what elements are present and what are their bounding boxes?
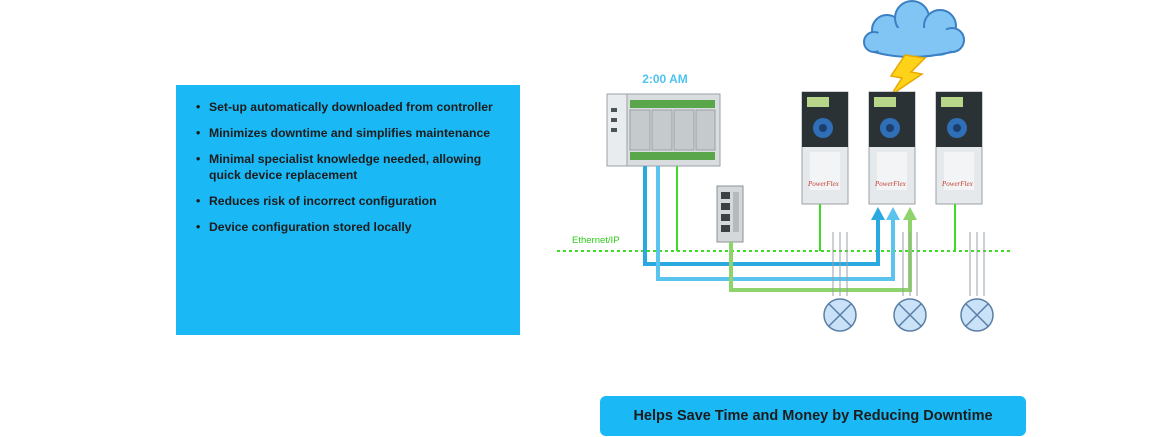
motor-icon	[893, 298, 927, 332]
drive-2	[868, 91, 916, 205]
benefit-item: Minimizes downtime and simplifies mainte…	[196, 125, 512, 141]
blue-cable	[643, 166, 880, 266]
drive-3	[935, 91, 983, 205]
drive-brand-label: PowerFlex	[874, 180, 907, 188]
summary-banner: Helps Save Time and Money by Reducing Do…	[600, 396, 1026, 436]
cloud-icon	[863, 0, 965, 58]
plc-controller	[606, 93, 721, 167]
benefit-item: Minimal specialist knowledge needed, all…	[196, 151, 512, 183]
benefit-item: Reduces risk of incorrect configuration	[196, 193, 512, 209]
benefit-item: Set-up automatically downloaded from con…	[196, 99, 512, 115]
benefits-list: Set-up automatically downloaded from con…	[196, 99, 512, 235]
lightning-icon	[889, 54, 927, 96]
blue-cable	[656, 166, 895, 281]
arrow-up-icon	[871, 207, 885, 220]
benefits-panel: Set-up automatically downloaded from con…	[176, 85, 520, 335]
motor-icon	[960, 298, 994, 332]
motor-icon	[823, 298, 857, 332]
benefit-item: Device configuration stored locally	[196, 219, 512, 235]
drive-1	[801, 91, 849, 205]
motor-wires	[832, 232, 985, 296]
drive-brand-label: PowerFlex	[941, 180, 974, 188]
time-label: 2:00 AM	[642, 72, 688, 86]
ethernet-ip-label: Ethernet/IP	[572, 235, 620, 246]
ethernet-switch	[716, 185, 744, 243]
arrow-up-icon	[886, 207, 900, 220]
arrow-up-icon	[903, 207, 917, 220]
drive-brand-label: PowerFlex	[807, 180, 840, 188]
